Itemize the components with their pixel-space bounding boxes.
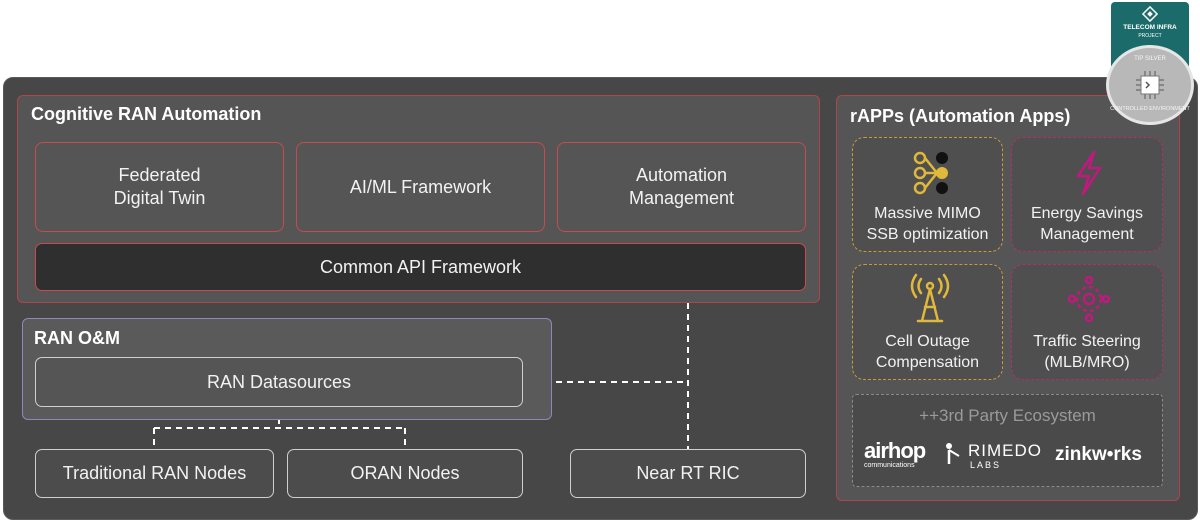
near-rt-ric-label: Near RT RIC	[636, 463, 740, 483]
rapp-traffic-steering-label: Traffic Steering (MLB/MRO)	[1033, 333, 1141, 371]
federated-digital-twin-label: Federated Digital Twin	[113, 165, 206, 208]
rapp-cell-outage[interactable]: Cell Outage Compensation	[852, 264, 1003, 380]
traditional-ran-nodes-label: Traditional RAN Nodes	[62, 463, 247, 483]
oran-nodes-label: ORAN Nodes	[350, 463, 460, 483]
common-api-framework-label: Common API Framework	[319, 256, 522, 277]
traditional-ran-nodes-box[interactable]: Traditional RAN Nodes	[35, 449, 274, 498]
oran-nodes-box[interactable]: ORAN Nodes	[287, 449, 523, 498]
tip-seal: TIP SILVER CONTROLLED ENVIRONMENT	[1106, 45, 1194, 125]
cognitive-ran-title: Cognitive RAN Automation	[31, 104, 262, 124]
ai-ml-framework-box[interactable]: AI/ML Framework	[296, 142, 545, 232]
rimedo-logo-icon	[946, 443, 960, 464]
tip-seal-level: TIP SILVER	[1134, 56, 1166, 62]
airhop-logo-subtitle: communications	[864, 462, 915, 469]
gear-network-icon	[1067, 275, 1111, 323]
near-rt-ric-box[interactable]: Near RT RIC	[570, 449, 806, 498]
rapp-traffic-steering[interactable]: Traffic Steering (MLB/MRO)	[1011, 264, 1163, 380]
ran-datasources-label: RAN Datasources	[206, 371, 352, 392]
rapp-massive-mimo-label: Massive MIMO SSB optimization	[866, 205, 989, 243]
rapp-massive-mimo[interactable]: Massive MIMO SSB optimization	[852, 137, 1003, 252]
rapp-energy-savings-label: Energy Savings Management	[1030, 205, 1144, 243]
rapps-title: rAPPs (Automation Apps)	[850, 106, 1071, 126]
tip-chip-icon	[1136, 71, 1164, 99]
federated-digital-twin-box[interactable]: Federated Digital Twin	[35, 142, 284, 232]
ran-datasources-box[interactable]: RAN Datasources	[35, 357, 523, 407]
tip-badge-org-sub: PROJECT	[1138, 33, 1162, 39]
tip-badge-org: TELECOM INFRA	[1123, 24, 1177, 31]
zinkworks-logo: zinkw•rks	[1055, 444, 1142, 465]
third-party-ecosystem-title: ++3rd Party Ecosystem	[919, 406, 1096, 425]
automation-management-label: Automation Management	[628, 165, 735, 208]
lightning-icon	[1076, 150, 1102, 196]
mimo-network-icon	[913, 151, 948, 195]
antenna-tower-icon	[910, 273, 950, 323]
common-api-framework-bar[interactable]: Common API Framework	[35, 243, 806, 291]
third-party-ecosystem-box	[852, 394, 1163, 487]
rapp-cell-outage-label: Cell Outage Compensation	[875, 333, 980, 371]
ai-ml-framework-label: AI/ML Framework	[349, 176, 492, 197]
ran-om-title: RAN O&M	[34, 328, 120, 348]
tip-seal-label: CONTROLLED ENVIRONMENT	[1110, 106, 1190, 112]
airhop-logo: airhop	[864, 438, 926, 463]
automation-management-box[interactable]: Automation Management	[557, 142, 806, 232]
rimedo-logo: RIMEDO	[968, 441, 1042, 460]
tip-diamond-icon	[1142, 6, 1158, 22]
rimedo-logo-subtitle: LABS	[970, 460, 1002, 470]
rapp-energy-savings[interactable]: Energy Savings Management	[1011, 137, 1163, 252]
